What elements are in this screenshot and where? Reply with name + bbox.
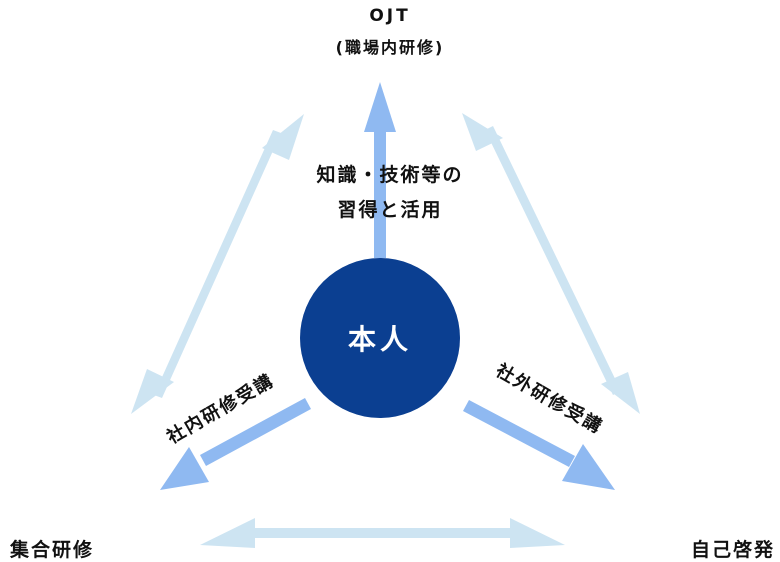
inner-arrow-left — [160, 398, 311, 490]
knowledge-label-line2: 習得と活用 — [337, 199, 443, 221]
center-circle — [300, 258, 460, 418]
group-training-label: 集合研修 — [10, 539, 95, 561]
center-label: 本人 — [347, 323, 412, 356]
outer-arrow-left — [131, 114, 304, 414]
outer-arrow-right — [462, 113, 640, 414]
knowledge-label-line1: 知識・技術等の — [316, 164, 464, 186]
inner-arrow-up — [364, 82, 396, 258]
inner-arrow-right — [463, 400, 615, 490]
outer-arrow-bottom — [200, 518, 565, 548]
self-development-label: 自己啓発 — [690, 539, 775, 561]
ojt-title: OJT — [369, 6, 411, 26]
ojt-subtitle: (職場内研修) — [335, 38, 445, 57]
